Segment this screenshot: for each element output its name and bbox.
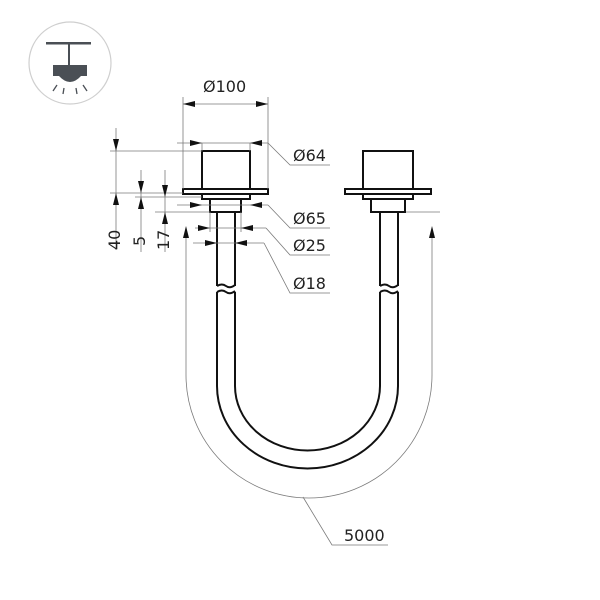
dim-cap-width: Ø100 <box>203 77 246 96</box>
dim-collar: Ø65 <box>293 209 326 228</box>
pendant-mount-icon <box>28 21 112 105</box>
dim-sleeve-height: 17 <box>154 230 173 250</box>
dim-cap-inner: Ø64 <box>293 146 326 165</box>
cable-u-bend <box>216 292 399 470</box>
dim-sleeve: Ø25 <box>293 236 326 255</box>
right-mount <box>344 150 432 295</box>
dim-height-total: 40 <box>105 230 124 250</box>
cable-length-label: 5000 <box>344 526 385 545</box>
dim-tube: Ø18 <box>293 274 326 293</box>
cable-length-guide <box>185 233 433 499</box>
left-mount <box>182 150 269 295</box>
dim-flange-thickness: 5 <box>130 236 149 246</box>
